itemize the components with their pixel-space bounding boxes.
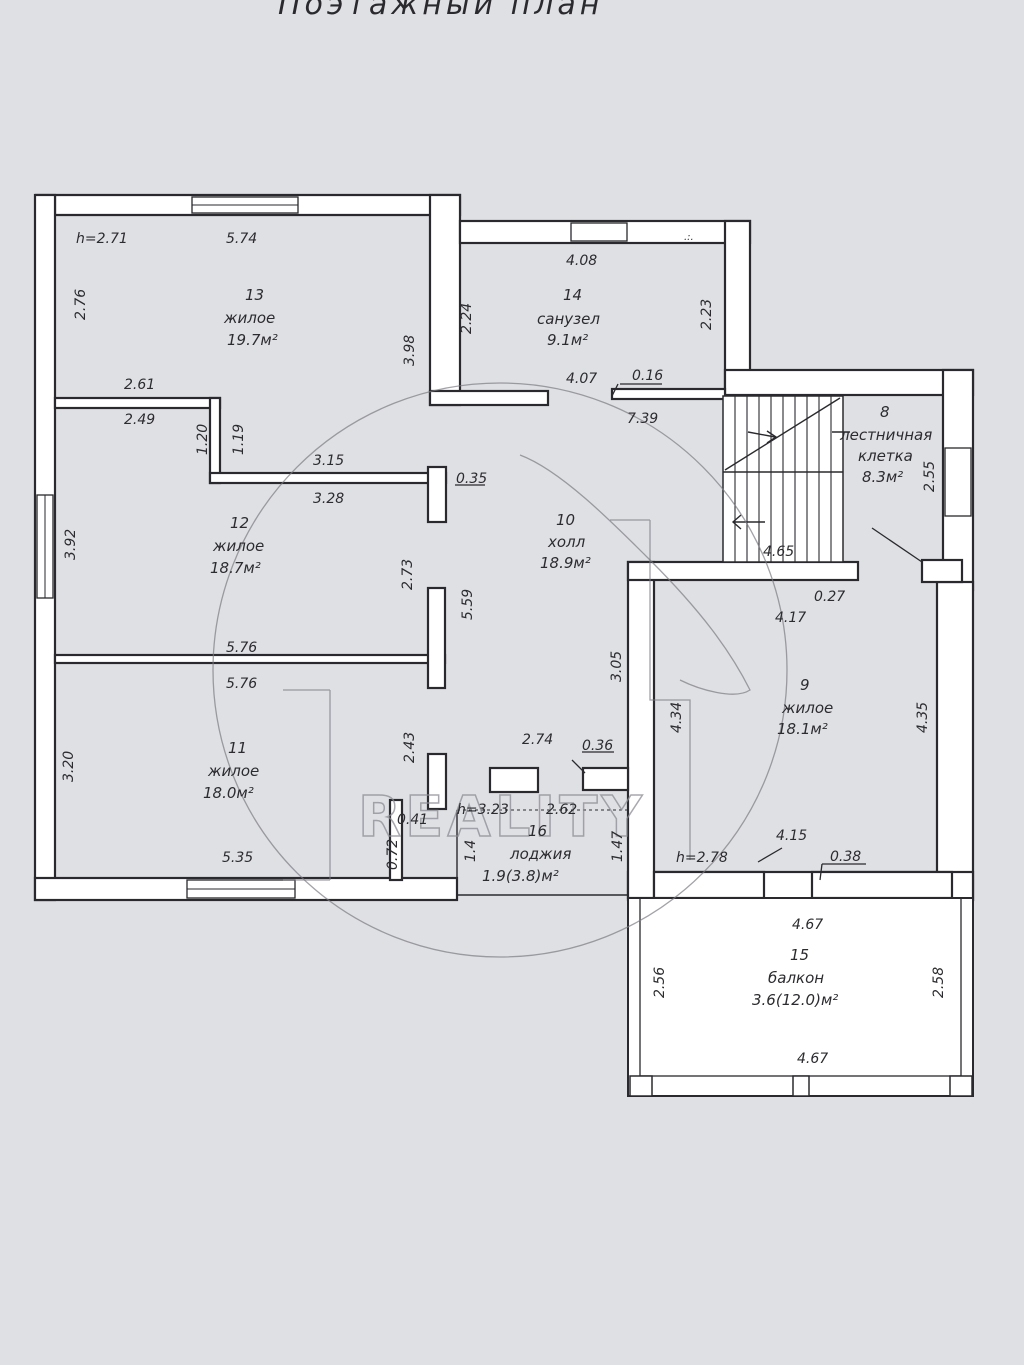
dimension: 3.15 (313, 453, 344, 469)
room-13-area: 19.7м² (227, 331, 278, 349)
dimension: 3.92 (63, 529, 79, 560)
staircase (722, 395, 850, 563)
height-label: h=2.78 (676, 850, 728, 866)
dimension: 2.73 (400, 559, 416, 590)
dimension: 4.35 (915, 702, 931, 733)
room-16-area: 1.9(3.8)м² (482, 867, 559, 885)
room-10-area: 18.9м² (540, 554, 591, 572)
room-14-number: 14 (563, 286, 582, 304)
dimension: 4.67 (797, 1051, 828, 1067)
dimension: 0.41 (397, 812, 428, 828)
room-10-type: холл (547, 533, 586, 551)
dimension: 4.17 (775, 610, 806, 626)
plan-title: Поэтажный план (278, 0, 603, 22)
dimension: 2.56 (652, 967, 668, 998)
dimension: 4.15 (776, 828, 807, 844)
dimension: 5.35 (222, 850, 253, 866)
room-11-number: 11 (228, 739, 247, 757)
dimension: 1.47 (610, 831, 626, 862)
dimension: 5.59 (460, 589, 476, 620)
room-8-number: 8 (880, 403, 890, 421)
height-label: h=3.23 (457, 802, 509, 818)
dimension: 5.76 (226, 676, 257, 692)
ceiling-heights: h=2.71 h=3.23 h=2.78 (76, 231, 728, 866)
room-8-area: 8.3м² (862, 468, 903, 486)
room-12-area: 18.7м² (210, 559, 261, 577)
dimension-labels: 5.74 2.76 3.98 4.08 2.24 2.23 4.07 0.16 … (61, 231, 947, 1067)
dimension: 0.36 (582, 738, 613, 754)
room-15-type: балкон (768, 969, 824, 987)
dimension: 2.43 (402, 732, 418, 763)
room-11-type: жилое (207, 762, 259, 780)
dimension: 2.24 (459, 303, 475, 334)
watermark-text: REALITY (358, 785, 646, 850)
windows (36, 196, 972, 899)
room-12-type: жилое (212, 537, 264, 555)
room-13-type: жилое (223, 309, 275, 327)
room-13-number: 13 (245, 286, 264, 304)
dimension: 2.62 (546, 802, 577, 818)
dimension: 3.98 (402, 335, 418, 366)
room-8-type-line2: клетка (858, 447, 913, 465)
dimension: 0.72 (385, 839, 401, 870)
height-label: h=2.71 (76, 231, 128, 247)
dimension: 2.23 (699, 299, 715, 330)
room-16-type: лоджия (509, 845, 571, 863)
dimension: 1.4 (463, 840, 479, 862)
outer-walls (33, 193, 975, 902)
dimension: 4.07 (566, 371, 597, 387)
dimension: 5.74 (226, 231, 257, 247)
balcony-outline (627, 897, 974, 1097)
dimension: 0.16 (632, 368, 663, 384)
room-labels: 13 жилое 19.7м² 14 санузел 9.1м² 8 лестн… (203, 286, 932, 1009)
dimension: 2.49 (124, 412, 155, 428)
room-10-number: 10 (556, 511, 575, 529)
dimension: 3.20 (61, 751, 77, 782)
dimension: 1.19 (231, 424, 247, 455)
dimension: 4.08 (566, 253, 597, 269)
interior-walls (53, 387, 964, 900)
room-14-type: санузел (537, 310, 600, 328)
leader-lines (455, 383, 923, 881)
watermark: REALITY (212, 382, 788, 958)
dimension: 2.61 (124, 377, 155, 393)
room-16-number: 16 (528, 822, 547, 840)
room-15-number: 15 (790, 946, 809, 964)
dimension: 2.74 (522, 732, 553, 748)
dimension: 4.67 (792, 917, 823, 933)
dimension: 3.28 (313, 491, 344, 507)
dimension: 0.38 (830, 849, 861, 865)
dimension: 5.76 (226, 640, 257, 656)
room-12-number: 12 (230, 514, 249, 532)
room-14-area: 9.1м² (547, 331, 588, 349)
dimension: 4.34 (669, 702, 685, 733)
room-15-area: 3.6(12.0)м² (752, 991, 838, 1009)
dimension: 4.65 (763, 544, 794, 560)
dimension: 7.39 (627, 411, 658, 427)
loggia-outline (456, 809, 628, 896)
dimension: 2.55 (922, 461, 938, 492)
dimension: 0.35 (456, 471, 487, 487)
pencil-mark: .:. (684, 232, 694, 243)
dimension: 3.05 (609, 651, 625, 682)
room-9-area: 18.1м² (777, 720, 828, 738)
room-9-type: жилое (781, 699, 833, 717)
dimension: 1.20 (195, 424, 211, 455)
room-8-type-line1: лестничная (839, 426, 932, 444)
dimension: 2.76 (73, 289, 89, 320)
room-9-number: 9 (800, 676, 810, 694)
room-11-area: 18.0м² (203, 784, 254, 802)
dimension: 0.27 (814, 589, 845, 605)
dimension: 2.58 (931, 967, 947, 998)
